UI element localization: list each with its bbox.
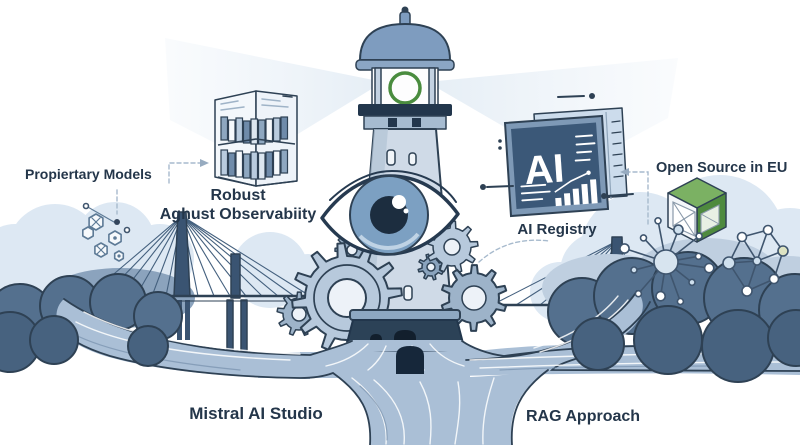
books-row-bottom [220,149,289,180]
arrow-right-icon [200,159,209,167]
bar-chart [555,179,598,207]
base-flange [349,309,461,321]
eyelid-crease [329,169,457,203]
lighthouse-dome [359,23,451,61]
gallery-band [358,104,452,116]
beacon-ring [388,71,422,105]
lantern-column [374,67,382,107]
connector-proprietary [168,162,201,184]
label-observability-line2: Aghust Observabiity [160,206,317,223]
dashed-connectors [116,159,649,263]
label-open-source: Open Source in EU [656,160,787,176]
molecule-network-icon [722,224,789,297]
lantern-column [428,67,436,107]
panel-deco [480,93,634,199]
molecule-burst-icon [619,217,715,306]
bookshelf-icon [214,90,298,187]
gear-icon [276,220,508,354]
books-row-top [220,116,289,145]
open-source-cube-icon [667,177,727,243]
label-ai-registry: AI Registry [517,221,597,238]
iris-highlight-arc [358,232,420,250]
connector-open-source [628,171,649,225]
tower-window [386,149,396,166]
tower-window [403,285,413,301]
water-arch [396,346,424,374]
ai-registry-panel-icon: AI [480,93,634,218]
label-mistral-ai-studio: Mistral AI Studio [189,404,323,423]
tower-window [408,152,417,166]
bushes-front [0,305,800,383]
eye-icon [320,169,460,256]
labels: Propiertary Models Robust Aghust Observa… [25,160,787,425]
gallery-step [363,115,447,130]
panel-content: AI [520,134,598,207]
label-observability-line1: Robust [210,187,266,204]
hexagon-molecule-icon [82,202,131,262]
pupil-highlight [392,195,406,209]
bridge-pylon-2 [230,253,241,299]
label-proprietary-models: Propiertary Models [25,166,152,182]
connector-gears-registry [478,239,550,263]
label-rag-approach: RAG Approach [526,408,640,425]
arrow-left-icon [620,168,629,176]
